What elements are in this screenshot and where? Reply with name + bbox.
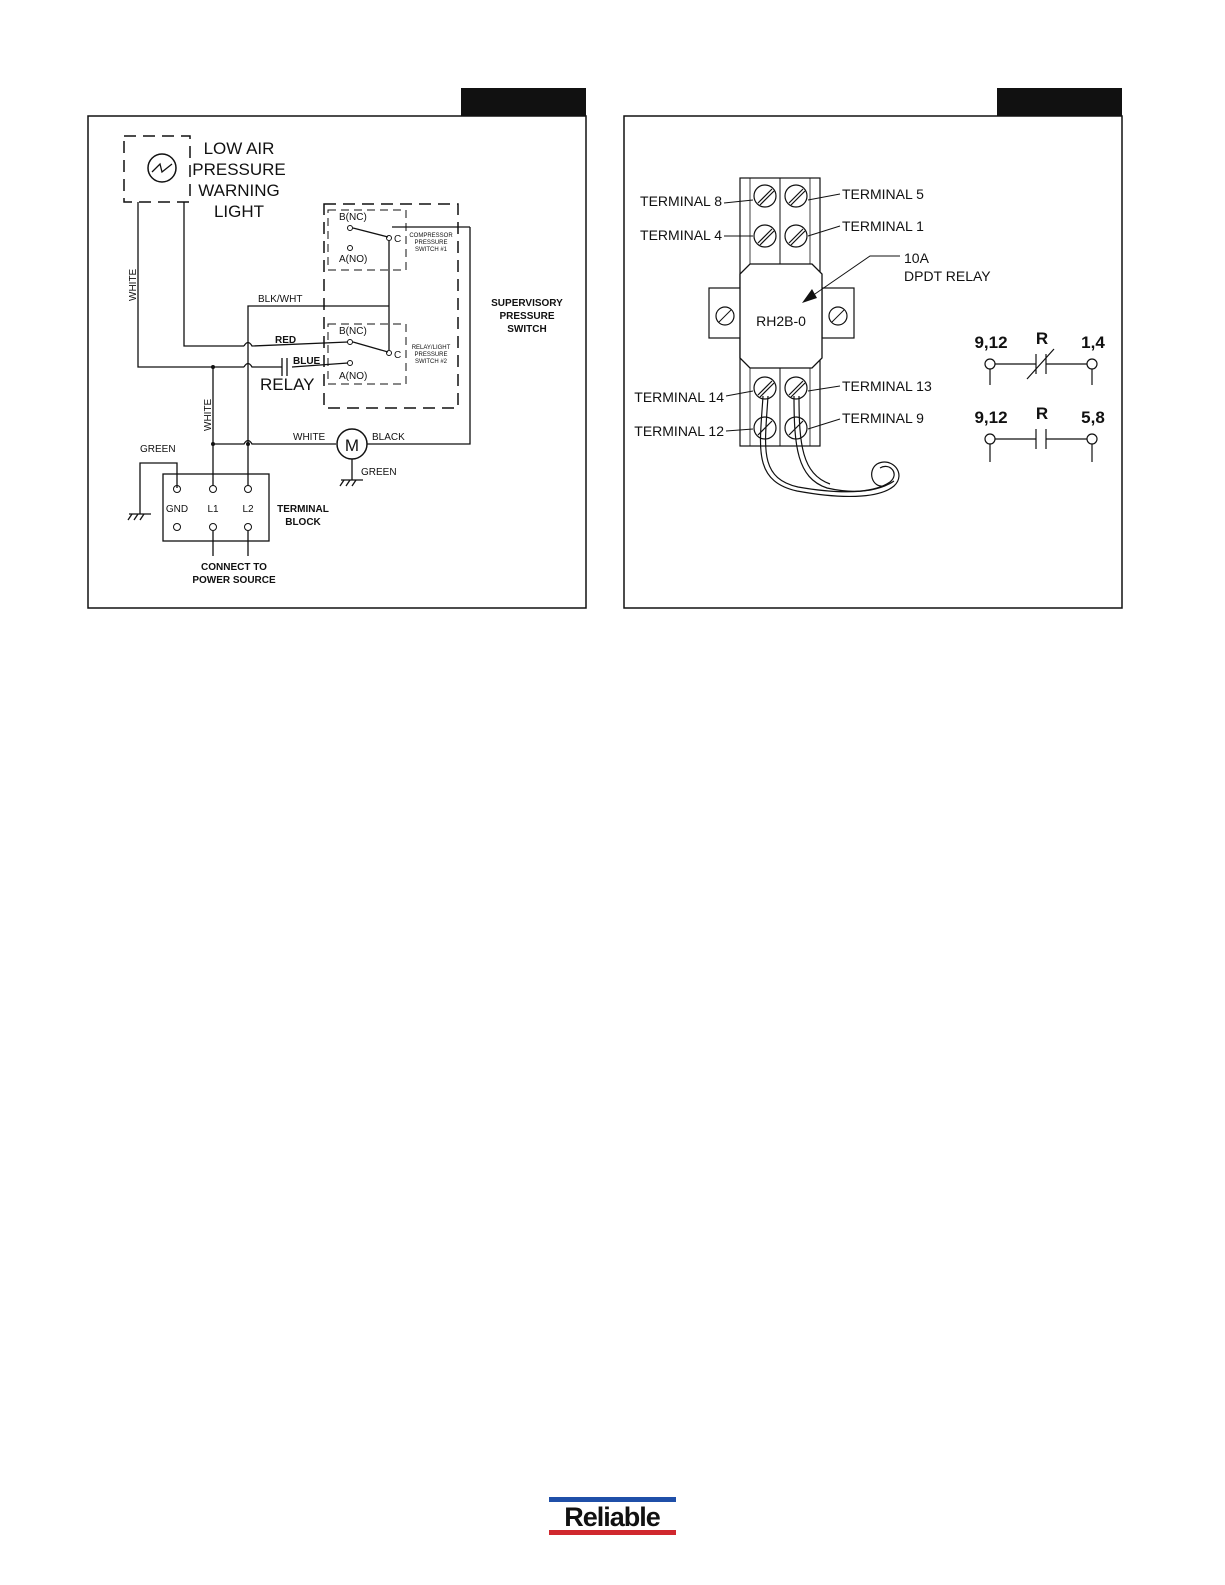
sw2-label2: PRESSURE (414, 352, 447, 358)
gnd-label: GND (166, 504, 188, 515)
sw1-c: C (394, 234, 401, 245)
sw2-label1: RELAY/LIGHT (412, 345, 451, 351)
connect-label2: POWER SOURCE (192, 575, 276, 586)
white-wire-label: WHITE (128, 268, 139, 301)
connect-label1: CONNECT TO (201, 562, 267, 573)
panel-frame (623, 115, 1123, 609)
terminal-14-label: TERMINAL 14 (634, 389, 724, 405)
motor-label: M (345, 436, 359, 455)
supervisory-label2: PRESSURE (499, 311, 554, 322)
sym2-left: 9,12 (974, 408, 1007, 427)
panel-tab (997, 88, 1122, 116)
warning-light-icon (147, 153, 177, 183)
black-label: BLACK (372, 432, 405, 443)
red-label: RED (275, 335, 296, 346)
terminal-block (162, 473, 270, 542)
green-ground-wire (139, 462, 178, 514)
l2-label: L2 (242, 504, 254, 515)
l1-label: L1 (207, 504, 219, 515)
light-label-line2: PRESSURE (192, 160, 286, 179)
jumper-wire (759, 395, 900, 498)
arrow-icon (802, 289, 817, 303)
light-red-wire (183, 202, 244, 347)
jumper-wire (793, 395, 895, 492)
motor-ground-icon (339, 479, 363, 487)
sym1-left: 9,12 (974, 333, 1007, 352)
terminal-block-label2: BLOCK (285, 517, 321, 528)
sw1-label3: SWITCH #1 (415, 247, 448, 253)
sw2-ano: A(NO) (339, 371, 367, 382)
white-h-label: WHITE (293, 432, 326, 443)
top-screws (753, 184, 808, 248)
light-label-line4: LIGHT (214, 202, 264, 221)
left-ground-icon (127, 513, 151, 521)
blkwht-label: BLK/WHT (258, 294, 302, 305)
sym2-mid: R (1036, 404, 1048, 423)
sw1-label2: PRESSURE (414, 240, 447, 246)
sym1-right: 1,4 (1081, 333, 1105, 352)
terminal-4-label: TERMINAL 4 (640, 227, 722, 243)
light-filament-icon (151, 162, 173, 174)
terminal-block-label1: TERMINAL (277, 504, 329, 515)
jumper-wire (798, 395, 831, 485)
blue-label: BLUE (293, 356, 321, 367)
panel-tab (461, 88, 586, 116)
reliable-logo: Reliable (549, 1497, 676, 1535)
relay-model-label: RH2B-0 (756, 313, 806, 329)
sym1-mid: R (1036, 329, 1048, 348)
relay-panel: RH2B-0 TERMINAL 8 TERMINAL 4 TERMINAL 5 … (623, 88, 1123, 609)
sw2-c: C (394, 350, 401, 361)
light-white-wire (137, 202, 244, 368)
compressor-switch-box (327, 209, 407, 271)
white-wire-label2: WHITE (203, 398, 214, 431)
red-wire (243, 341, 349, 347)
terminal-12-label: TERMINAL 12 (634, 423, 724, 439)
no-contact-symbol (984, 429, 1098, 462)
relay-type-label1: 10A (904, 250, 930, 266)
relay-type-label2: DPDT RELAY (904, 268, 991, 284)
relay-light-switch-box (327, 323, 407, 385)
sw1-label1: COMPRESSOR (409, 233, 453, 239)
sw2-bnc: B(NC) (339, 326, 367, 337)
light-label-line3: WARNING (198, 181, 280, 200)
sw1-ano: A(NO) (339, 254, 367, 265)
sym2-right: 5,8 (1081, 408, 1105, 427)
jumper-wire (764, 395, 895, 493)
supervisory-label3: SWITCH (507, 324, 546, 335)
green-motor-label: GREEN (361, 467, 397, 478)
terminal-9-label: TERMINAL 9 (842, 410, 924, 426)
relay-body (739, 263, 823, 369)
logo-text: Reliable (564, 1502, 661, 1532)
green-left-label: GREEN (140, 444, 176, 455)
sw1-bnc: B(NC) (339, 212, 367, 223)
terminal-13-label: TERMINAL 13 (842, 378, 932, 394)
sw2-label3: SWITCH #2 (415, 359, 448, 365)
terminal-1-label: TERMINAL 1 (842, 218, 924, 234)
blue-wire (243, 362, 349, 368)
terminal-5-label: TERMINAL 5 (842, 186, 924, 202)
terminal-8-label: TERMINAL 8 (640, 193, 722, 209)
nc-contact-symbol (984, 348, 1098, 385)
panel-frame (87, 115, 587, 609)
bottom-screws (753, 376, 808, 440)
black-wire (367, 227, 471, 445)
supervisory-label1: SUPERVISORY (491, 298, 563, 309)
light-dashed-box (123, 135, 191, 203)
light-label-line1: LOW AIR (204, 139, 275, 158)
blkwht-wire (247, 305, 389, 436)
wiring-diagram-panel: LOW AIR PRESSURE WARNING LIGHT WHITE B(N… (87, 88, 587, 609)
relay-label: RELAY (260, 375, 315, 394)
